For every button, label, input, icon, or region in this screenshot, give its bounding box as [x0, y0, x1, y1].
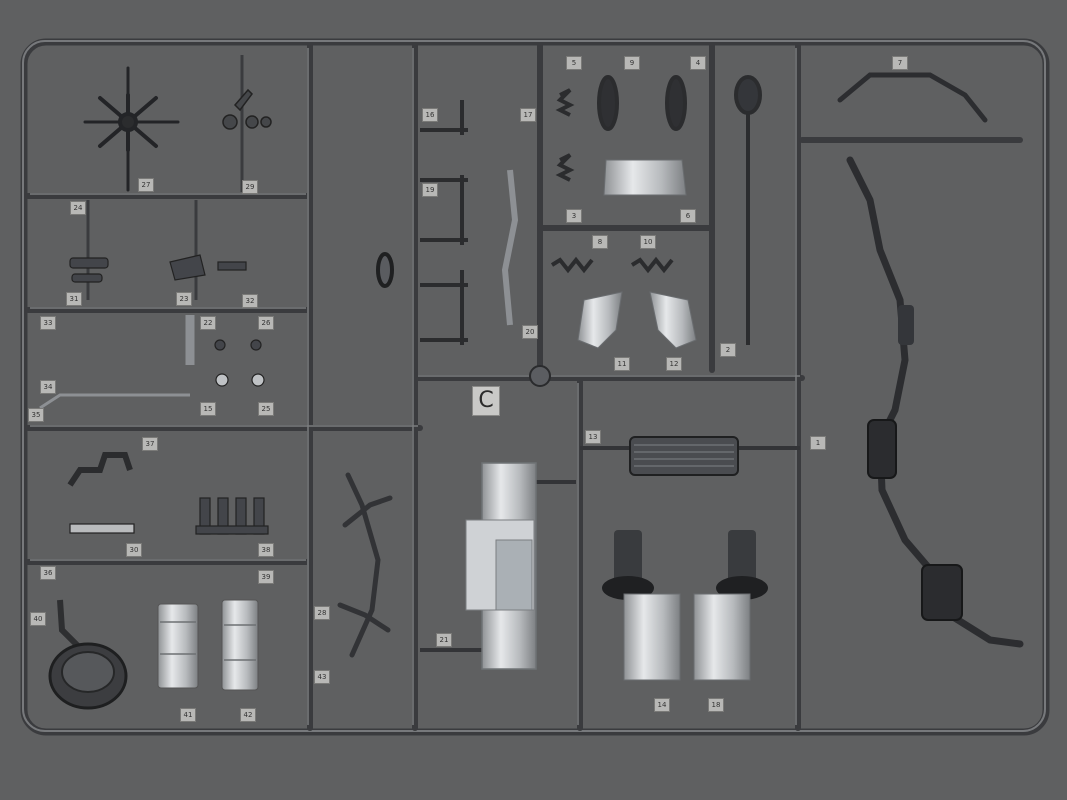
sprue-runners	[25, 42, 1023, 731]
part-number-tag: 19	[422, 183, 438, 197]
wiper-linkage	[337, 472, 393, 658]
part-number-tag: 23	[176, 292, 192, 306]
valve-covers-left	[157, 599, 259, 691]
pulley-bracket	[222, 55, 272, 192]
part-number-tag: 29	[242, 180, 258, 194]
part-number-tag: 20	[522, 325, 538, 339]
part-number-tag: 17	[520, 108, 536, 122]
engine-blocks	[602, 530, 768, 681]
springs-shocks	[550, 75, 762, 345]
part-number-tag: 5	[566, 56, 582, 70]
part-number-tag: 15	[200, 402, 216, 416]
part-number-tag: 2	[720, 343, 736, 357]
part-number-tag: 34	[40, 380, 56, 394]
sprue-frame	[20, 38, 1050, 736]
sprue-hub	[529, 365, 551, 387]
part-number-tag: 18	[708, 698, 724, 712]
part-number-tag: 36	[40, 566, 56, 580]
exhaust-system	[837, 72, 1024, 648]
part-number-tag: 35	[28, 408, 44, 422]
part-number-tag: 7	[892, 56, 908, 70]
part-number-tag: 39	[258, 570, 274, 584]
part-number-tag: 8	[592, 235, 608, 249]
grille	[580, 436, 800, 476]
part-number-tag: 22	[200, 316, 216, 330]
part-number-tag: 10	[640, 235, 656, 249]
part-number-tag: 1	[810, 436, 826, 450]
part-number-tag: 31	[66, 292, 82, 306]
sprue-tree-letter: C	[472, 386, 500, 416]
part-number-tag: 33	[40, 316, 56, 330]
small-parts-left	[39, 200, 269, 535]
part-number-tag: 40	[30, 612, 46, 626]
part-number-tag: 9	[624, 56, 640, 70]
part-number-tag: 43	[314, 670, 330, 684]
part-number-tag: 42	[240, 708, 256, 722]
part-number-tag: 4	[690, 56, 706, 70]
part-number-tag: 11	[614, 357, 630, 371]
air-cleaner	[48, 599, 128, 710]
part-number-tag: 21	[436, 633, 452, 647]
part-number-tag: 26	[258, 316, 274, 330]
part-number-tag: 38	[258, 543, 274, 557]
chrome-brackets	[577, 159, 697, 349]
part-number-tag: 24	[70, 201, 86, 215]
small-parts-column-3	[376, 100, 519, 345]
runner-highlights	[30, 48, 800, 725]
part-number-tag: 13	[585, 430, 601, 444]
radiator	[420, 462, 576, 670]
part-number-tag: 12	[666, 357, 682, 371]
part-number-tag: 14	[654, 698, 670, 712]
part-number-tag: 30	[126, 543, 142, 557]
part-number-tag: 6	[680, 209, 696, 223]
part-number-tag: 25	[258, 402, 274, 416]
part-number-tag: 28	[314, 606, 330, 620]
part-number-tag: 32	[242, 294, 258, 308]
part-number-tag: 27	[138, 178, 154, 192]
part-number-tag: 37	[142, 437, 158, 451]
part-number-tag: 16	[422, 108, 438, 122]
cooling-fan	[83, 66, 180, 192]
part-number-tag: 3	[566, 209, 582, 223]
part-number-tag: 41	[180, 708, 196, 722]
